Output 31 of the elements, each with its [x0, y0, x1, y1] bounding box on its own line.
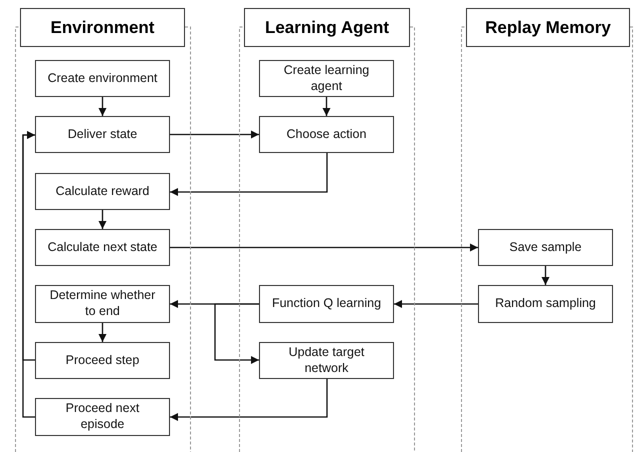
- arrow: [170, 130, 259, 138]
- arrow: [98, 97, 106, 116]
- arrow: [394, 300, 478, 308]
- process-box: Create learning agent: [259, 60, 394, 97]
- process-box: Function Q learning: [259, 285, 394, 323]
- lane-header: Environment: [20, 8, 185, 47]
- process-box: Deliver state: [35, 116, 170, 153]
- swimlane: [461, 8, 633, 452]
- process-box: Update target network: [259, 342, 394, 379]
- swimlane: [15, 8, 191, 452]
- arrow: [214, 303, 259, 364]
- lane-header: Learning Agent: [244, 8, 410, 47]
- arrow: [322, 97, 330, 116]
- process-box: Create environment: [35, 60, 170, 97]
- process-box: Proceed next episode: [35, 398, 170, 436]
- lane-header: Replay Memory: [466, 8, 630, 47]
- arrow: [170, 379, 328, 421]
- process-box: Determine whether to end: [35, 285, 170, 323]
- process-box: Proceed step: [35, 342, 170, 379]
- arrow: [22, 131, 35, 418]
- arrow: [170, 244, 478, 252]
- process-box: Calculate reward: [35, 173, 170, 210]
- arrow: [542, 266, 550, 285]
- arrow: [98, 210, 106, 229]
- arrow: [98, 323, 106, 342]
- process-box: Random sampling: [478, 285, 613, 323]
- swimlane: [239, 8, 415, 452]
- process-box: Choose action: [259, 116, 394, 153]
- process-box: Calculate next state: [35, 229, 170, 266]
- arrow: [170, 153, 328, 196]
- process-box: Save sample: [478, 229, 613, 266]
